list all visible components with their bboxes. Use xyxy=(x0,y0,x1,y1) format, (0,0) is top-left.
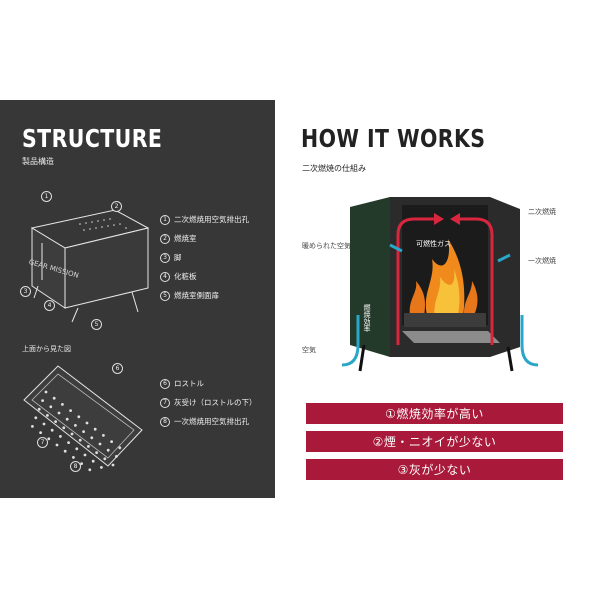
structure-title: STRUCTURE xyxy=(22,124,163,153)
callout-4: 4 xyxy=(44,300,55,311)
callout-7: 7 xyxy=(37,437,48,448)
how-title: HOW IT WORKS xyxy=(301,124,486,153)
callout-5: 5 xyxy=(91,319,102,330)
benefit-2: ②煙・ニオイが少ない xyxy=(306,431,563,452)
structure-subtitle: 製品構造 xyxy=(22,157,54,166)
efficiency-label: 燃焼効率 xyxy=(363,304,371,332)
callout-1: 1 xyxy=(41,191,52,202)
callout-6: 6 xyxy=(112,363,123,374)
benefit-3: ③灰が少ない xyxy=(306,459,563,480)
benefit-1: ①燃焼効率が高い xyxy=(306,403,563,424)
top-view-label: 上面から見た図 xyxy=(22,345,71,353)
callout-2: 2 xyxy=(111,201,122,212)
top-view-diagram xyxy=(23,365,143,472)
callout-3: 3 xyxy=(20,286,31,297)
stove-structure-diagram xyxy=(30,209,150,323)
callout-8: 8 xyxy=(70,461,81,472)
primary-label: 一次燃焼 xyxy=(528,257,556,265)
combustion-diagram xyxy=(341,197,539,372)
warmed-air-label: 暖められた空気 xyxy=(302,242,351,250)
air-label: 空気 xyxy=(302,346,316,354)
gas-label: 可燃性ガス xyxy=(416,240,451,248)
secondary-label: 二次燃焼 xyxy=(528,208,556,216)
how-subtitle: 二次燃焼の仕組み xyxy=(302,164,366,173)
